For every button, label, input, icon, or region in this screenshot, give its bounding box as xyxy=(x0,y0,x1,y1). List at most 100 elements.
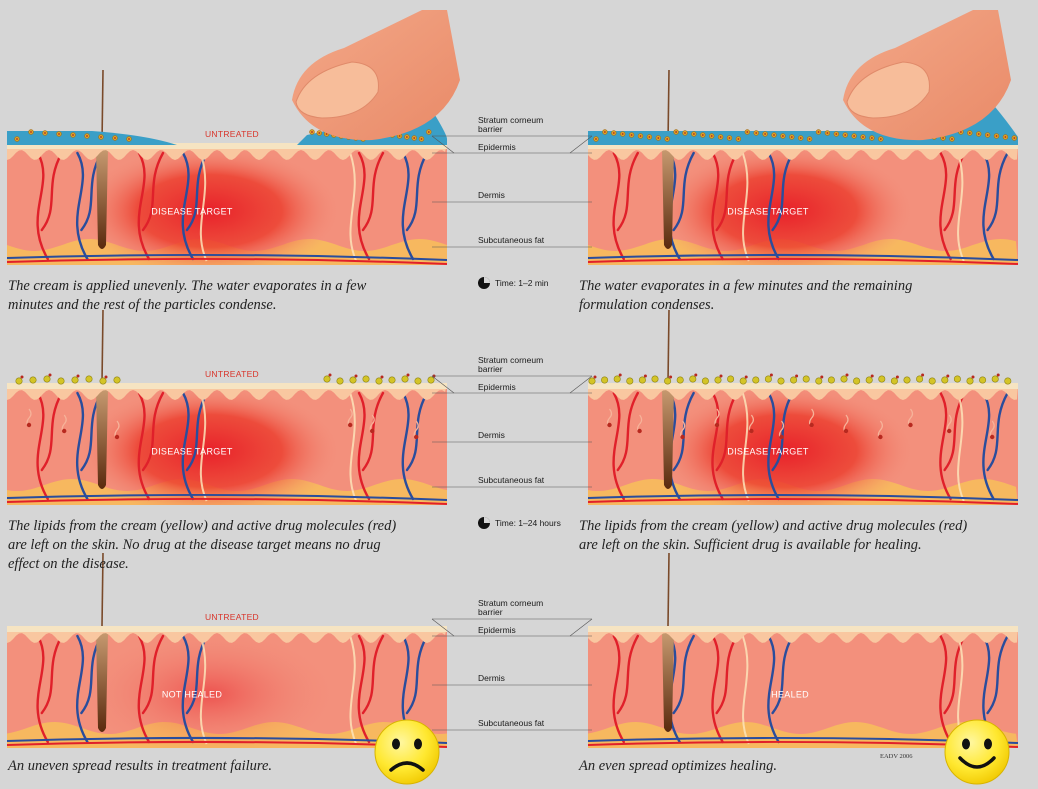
hair-shaft xyxy=(668,553,669,626)
lipid-droplet xyxy=(639,377,645,383)
lipid-droplet xyxy=(627,378,633,384)
drug-core xyxy=(942,137,944,139)
caption-even-2: The lipids from the cream (yellow) and a… xyxy=(579,517,967,555)
subcutaneous-fat-label: Subcutaneous fat xyxy=(478,718,545,728)
lipid-droplet xyxy=(415,378,421,384)
drug-core xyxy=(622,133,624,135)
drug-core xyxy=(996,135,998,137)
drug-core xyxy=(853,135,855,137)
drug-molecule xyxy=(745,376,748,379)
drug-molecule xyxy=(105,376,108,379)
lipid-droplet xyxy=(44,376,50,382)
drug-core xyxy=(871,137,873,139)
drug-molecule xyxy=(779,435,783,439)
untreated-label: UNTREATED xyxy=(205,612,259,622)
drug-core xyxy=(746,131,748,133)
drug-core xyxy=(791,136,793,138)
drug-core xyxy=(729,137,731,139)
time-label: Time: 1–24 hours xyxy=(495,518,561,528)
lipid-droplet xyxy=(100,378,106,384)
lipid-droplet xyxy=(715,377,721,383)
lipid-droplet xyxy=(954,376,960,382)
drug-molecule xyxy=(594,376,597,379)
drug-core xyxy=(764,133,766,135)
drug-molecule xyxy=(846,374,849,377)
drug-core xyxy=(880,138,882,140)
drug-molecule xyxy=(370,429,374,433)
drug-molecule xyxy=(381,376,384,379)
drug-core xyxy=(30,131,32,133)
epidermis-label: Epidermis xyxy=(478,142,516,152)
drug-core xyxy=(100,136,102,138)
subcutaneous-fat-label: Subcutaneous fat xyxy=(478,235,545,245)
drug-core xyxy=(951,138,953,140)
drug-core xyxy=(1013,137,1015,139)
lipid-droplet xyxy=(727,376,733,382)
caption-line: The lipids from the cream (yellow) and a… xyxy=(8,517,396,536)
stratum-corneum xyxy=(7,626,447,632)
lipid-droplet xyxy=(664,378,670,384)
drug-core xyxy=(1005,136,1007,138)
lipid-droplet xyxy=(778,378,784,384)
barrier-label: barrier xyxy=(478,364,503,374)
drug-molecule xyxy=(878,435,882,439)
caption-line: minutes and the rest of the particles co… xyxy=(8,296,366,315)
lipid-droplet xyxy=(979,377,985,383)
hair-shaft xyxy=(102,310,103,383)
drug-molecule xyxy=(27,423,31,427)
drug-core xyxy=(58,133,60,135)
caption-line: The cream is applied unevenly. The water… xyxy=(8,277,366,296)
epidermis-label: Epidermis xyxy=(478,382,516,392)
lipid-droplet xyxy=(803,376,809,382)
time-label: Time: 1–2 min xyxy=(495,278,549,288)
lipid-droplet xyxy=(677,377,683,383)
drug-molecule xyxy=(637,429,641,433)
drug-molecule xyxy=(896,376,899,379)
drug-molecule xyxy=(669,376,672,379)
drug-core xyxy=(827,132,829,134)
caption-line: An even spread optimizes healing. xyxy=(579,757,777,776)
lipid-droplet xyxy=(614,376,620,382)
drug-molecule xyxy=(820,376,823,379)
disease-target-label: DISEASE TARGET xyxy=(727,207,809,217)
credit-label: EADV 2006 xyxy=(880,753,913,760)
hair-shaft xyxy=(668,310,669,383)
barrier-label: barrier xyxy=(478,607,503,617)
drug-core xyxy=(72,134,74,136)
hair-follicle xyxy=(96,632,108,732)
hair-follicle xyxy=(662,149,674,249)
face xyxy=(945,720,1009,784)
drug-core xyxy=(782,135,784,137)
stratum-corneum xyxy=(588,626,1018,632)
drug-core xyxy=(862,136,864,138)
hair-follicle xyxy=(96,389,108,489)
lipid-droplet xyxy=(891,378,897,384)
subcutaneous-fat-label: Subcutaneous fat xyxy=(478,475,545,485)
disease-target-label: DISEASE TARGET xyxy=(151,447,233,457)
skin-panel-3-uneven: NOT HEALEDUNTREATED xyxy=(7,553,447,760)
drug-core xyxy=(800,137,802,139)
drug-core xyxy=(684,132,686,134)
layer-labels-row-3: Stratum corneumbarrierEpidermisDermisSub… xyxy=(432,598,592,730)
lipid-droplet xyxy=(929,378,935,384)
lipid-droplet xyxy=(350,377,356,383)
drug-molecule xyxy=(972,376,975,379)
lipid-droplet xyxy=(992,376,998,382)
drug-core xyxy=(711,135,713,137)
drug-core xyxy=(399,135,401,137)
lipid-droplet xyxy=(86,376,92,382)
caption-line: are left on the skin. Sufficient drug is… xyxy=(579,536,967,555)
lipid-droplet xyxy=(428,377,434,383)
drug-core xyxy=(649,136,651,138)
drug-molecule xyxy=(908,423,912,427)
drug-molecule xyxy=(871,375,874,378)
caption-uneven-1: The cream is applied unevenly. The water… xyxy=(8,277,366,315)
drug-core xyxy=(421,138,423,140)
drug-core xyxy=(86,135,88,137)
drug-core xyxy=(835,133,837,135)
drug-core xyxy=(613,132,615,134)
caption-even-1: The water evaporates in a few minutes an… xyxy=(579,277,912,315)
lipid-droplet xyxy=(324,376,330,382)
drug-core xyxy=(738,138,740,140)
